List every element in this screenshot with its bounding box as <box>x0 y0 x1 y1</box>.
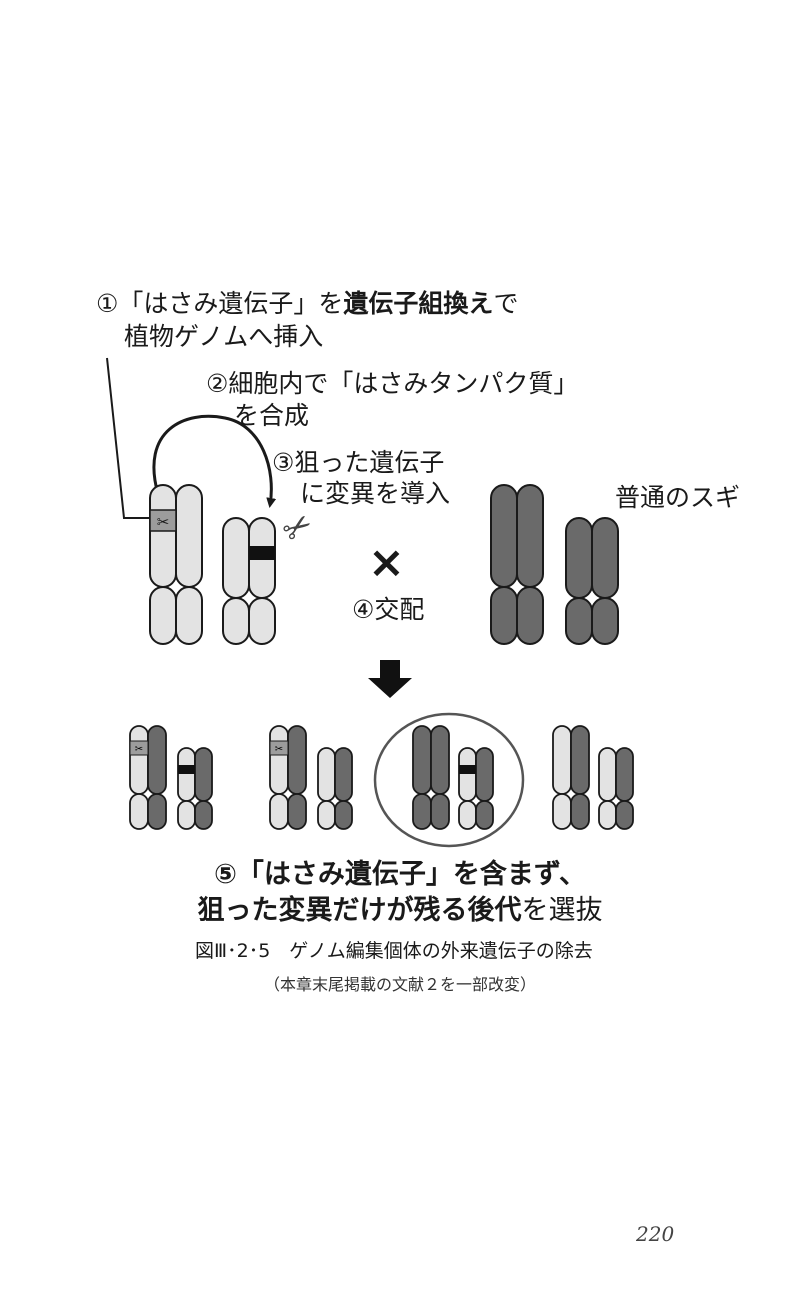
chromosome <box>222 597 250 645</box>
chromosome <box>147 725 167 795</box>
step5-line2: 狙った変異だけが残る後代を選抜 <box>0 892 800 930</box>
figure-caption: 図Ⅲ･2･5 ゲノム編集個体の外来遺伝子の除去 <box>195 940 593 962</box>
scissors-icon: ✂ <box>275 503 321 552</box>
mutation-band <box>249 546 275 560</box>
step1-bold: 遺伝子組換え <box>343 289 494 318</box>
chromosome <box>248 597 276 645</box>
selection-circle <box>373 712 525 848</box>
scissors-icon: ✂ <box>157 513 170 531</box>
chromosome <box>147 793 167 830</box>
chromosome <box>334 747 353 802</box>
step5-line1: ⑤「はさみ遺伝子」を含まず、 <box>214 859 586 890</box>
chromosome <box>129 793 149 830</box>
chromosome <box>458 747 477 802</box>
step3-line1: ③狙った遺伝子 <box>272 448 445 477</box>
scissors-icon: ✂ <box>135 744 143 755</box>
chromosome <box>490 586 518 645</box>
chromosome <box>591 517 619 599</box>
mutation-band <box>459 765 476 774</box>
step1-suffix: で <box>493 289 519 318</box>
step1-prefix: ①「はさみ遺伝子」を <box>96 289 344 318</box>
chromosome <box>430 725 450 795</box>
chromosome <box>591 597 619 645</box>
chromosome <box>412 725 432 795</box>
chromosome <box>552 725 572 795</box>
chromosome <box>317 800 336 830</box>
chromosome <box>175 586 203 645</box>
chromosome <box>269 793 289 830</box>
chromosome <box>458 800 477 830</box>
chromosome <box>615 800 634 830</box>
step5-line2-suffix: を選抜 <box>521 895 603 926</box>
chromosome <box>317 747 336 802</box>
chromosome <box>287 725 307 795</box>
scissors-icon: ✂ <box>275 744 283 755</box>
chromosome <box>552 793 572 830</box>
scissors-gene-box <box>269 740 289 756</box>
chromosome <box>615 747 634 802</box>
cross-symbol: × <box>368 537 405 588</box>
source-note: （本章末尾掲載の文献２を一部改変） <box>263 975 536 994</box>
chromosome <box>475 747 494 802</box>
scissors-gene-box <box>129 740 149 756</box>
chromosome <box>516 586 544 645</box>
chromosome <box>269 725 289 795</box>
scissors-gene-box <box>149 509 177 532</box>
top-chromosome-group: ✂ ✂ <box>149 484 619 645</box>
chromosome <box>129 725 149 795</box>
step1-leader-line <box>106 357 150 519</box>
chromosome <box>177 800 196 830</box>
curved-arrow <box>152 414 277 508</box>
page-number: 220 <box>636 1222 675 1246</box>
cross-label: ④交配 <box>352 595 425 624</box>
chromosome <box>334 800 353 830</box>
step1-label: ①「はさみ遺伝子」を遺伝子組換えで <box>96 288 518 320</box>
chromosome <box>175 484 203 588</box>
down-arrow-icon <box>368 660 412 698</box>
chromosome <box>194 747 213 802</box>
chromosome <box>412 793 432 830</box>
chromosome <box>516 484 544 588</box>
normal-sugi-label: 普通のスギ <box>615 483 741 512</box>
step1-line2: 植物ゲノムへ挿入 <box>124 322 324 351</box>
chromosome <box>222 517 250 599</box>
step5-line2-bold: 狙った変異だけが残る後代 <box>197 895 522 926</box>
chromosome <box>570 725 590 795</box>
chromosome <box>194 800 213 830</box>
chromosome <box>475 800 494 830</box>
step2-line2: を合成 <box>234 401 310 430</box>
step2-line1: ②細胞内で「はさみタンパク質」 <box>206 369 579 398</box>
offspring-group: ✂ ✂ <box>129 725 634 830</box>
chromosome <box>149 484 177 588</box>
chromosome <box>565 517 593 599</box>
chromosome <box>177 747 196 802</box>
chromosome <box>565 597 593 645</box>
chromosome <box>570 793 590 830</box>
mutation-band <box>178 765 195 774</box>
chromosome <box>490 484 518 588</box>
chromosome <box>430 793 450 830</box>
chromosome <box>149 586 177 645</box>
chromosome <box>598 747 617 802</box>
step3-line2: に変異を導入 <box>300 479 451 508</box>
chromosome <box>287 793 307 830</box>
chromosome <box>598 800 617 830</box>
